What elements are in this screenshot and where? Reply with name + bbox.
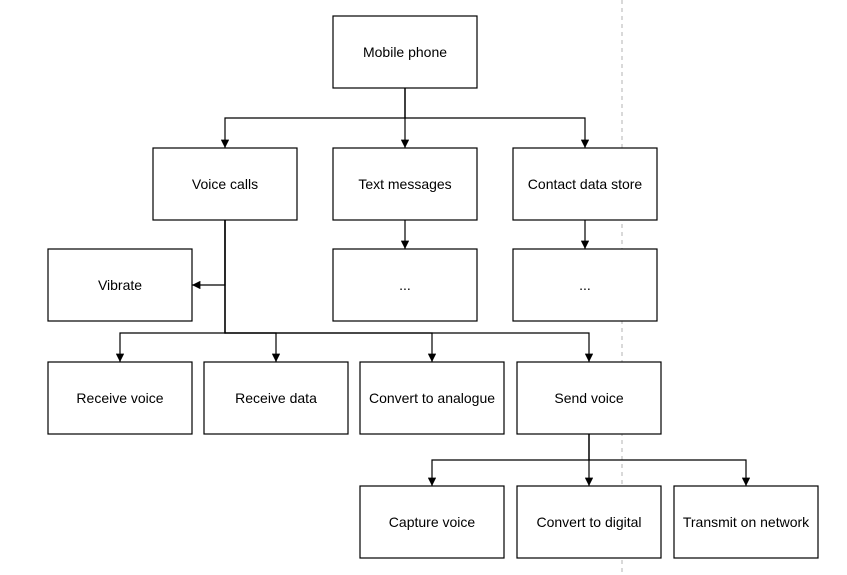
node-send-voice: Send voice — [516, 361, 662, 435]
connector-mobile-phone-to-contact-data-store — [404, 88, 590, 148]
node-box — [359, 485, 505, 559]
node-label: Vibrate — [98, 277, 142, 293]
node-box — [359, 361, 505, 435]
node-label: Mobile phone — [363, 44, 447, 60]
node-mobile-phone: Mobile phone — [332, 15, 478, 89]
connector-voice-calls-to-receive-data — [224, 220, 281, 362]
node-box — [512, 248, 658, 322]
node-label: Text messages — [358, 176, 451, 192]
node-box — [512, 147, 658, 221]
node-label: Voice calls — [192, 176, 258, 192]
node-label: Convert to digital — [536, 514, 641, 530]
node-box — [516, 485, 662, 559]
connector-mobile-phone-to-voice-calls — [220, 88, 406, 148]
node-box — [673, 485, 819, 559]
node-label: Capture voice — [389, 514, 476, 530]
node-text-messages: Text messages — [332, 147, 478, 221]
node-label: Transmit on network — [683, 514, 810, 530]
node-label: Send voice — [554, 390, 623, 406]
node-receive-data: Receive data — [203, 361, 349, 435]
node-label: Receive data — [235, 390, 317, 406]
node-box — [516, 361, 662, 435]
node-voice-calls: Voice calls — [152, 147, 298, 221]
node-label: ... — [399, 277, 411, 293]
node-vibrate: Vibrate — [47, 248, 193, 322]
node-convert-to-digital: Convert to digital — [516, 485, 662, 559]
node-box — [203, 361, 349, 435]
node-transmit-on-network: Transmit on network — [673, 485, 819, 559]
connector-layer — [115, 88, 751, 486]
node-box — [47, 361, 193, 435]
connector-send-voice-to-capture-voice — [427, 434, 590, 486]
node-convert-to-analogue: Convert to analogue — [359, 361, 505, 435]
node-box — [47, 248, 193, 322]
node-capture-voice: Capture voice — [359, 485, 505, 559]
node-label: ... — [579, 277, 591, 293]
node-contact-data-store: Contact data store — [512, 147, 658, 221]
node-receive-voice: Receive voice — [47, 361, 193, 435]
node-box — [152, 147, 298, 221]
node-text-messages-child: ... — [332, 248, 478, 322]
connector-voice-calls-to-send-voice — [224, 220, 594, 362]
node-label: Contact data store — [528, 176, 643, 192]
node-contact-data-store-child: ... — [512, 248, 658, 322]
node-box — [332, 248, 478, 322]
node-label: Receive voice — [76, 390, 163, 406]
connector-send-voice-to-transmit-on-network — [588, 434, 751, 486]
node-box — [332, 15, 478, 89]
node-box — [332, 147, 478, 221]
connector-voice-calls-to-vibrate — [192, 220, 226, 290]
node-label: Convert to analogue — [369, 390, 495, 406]
